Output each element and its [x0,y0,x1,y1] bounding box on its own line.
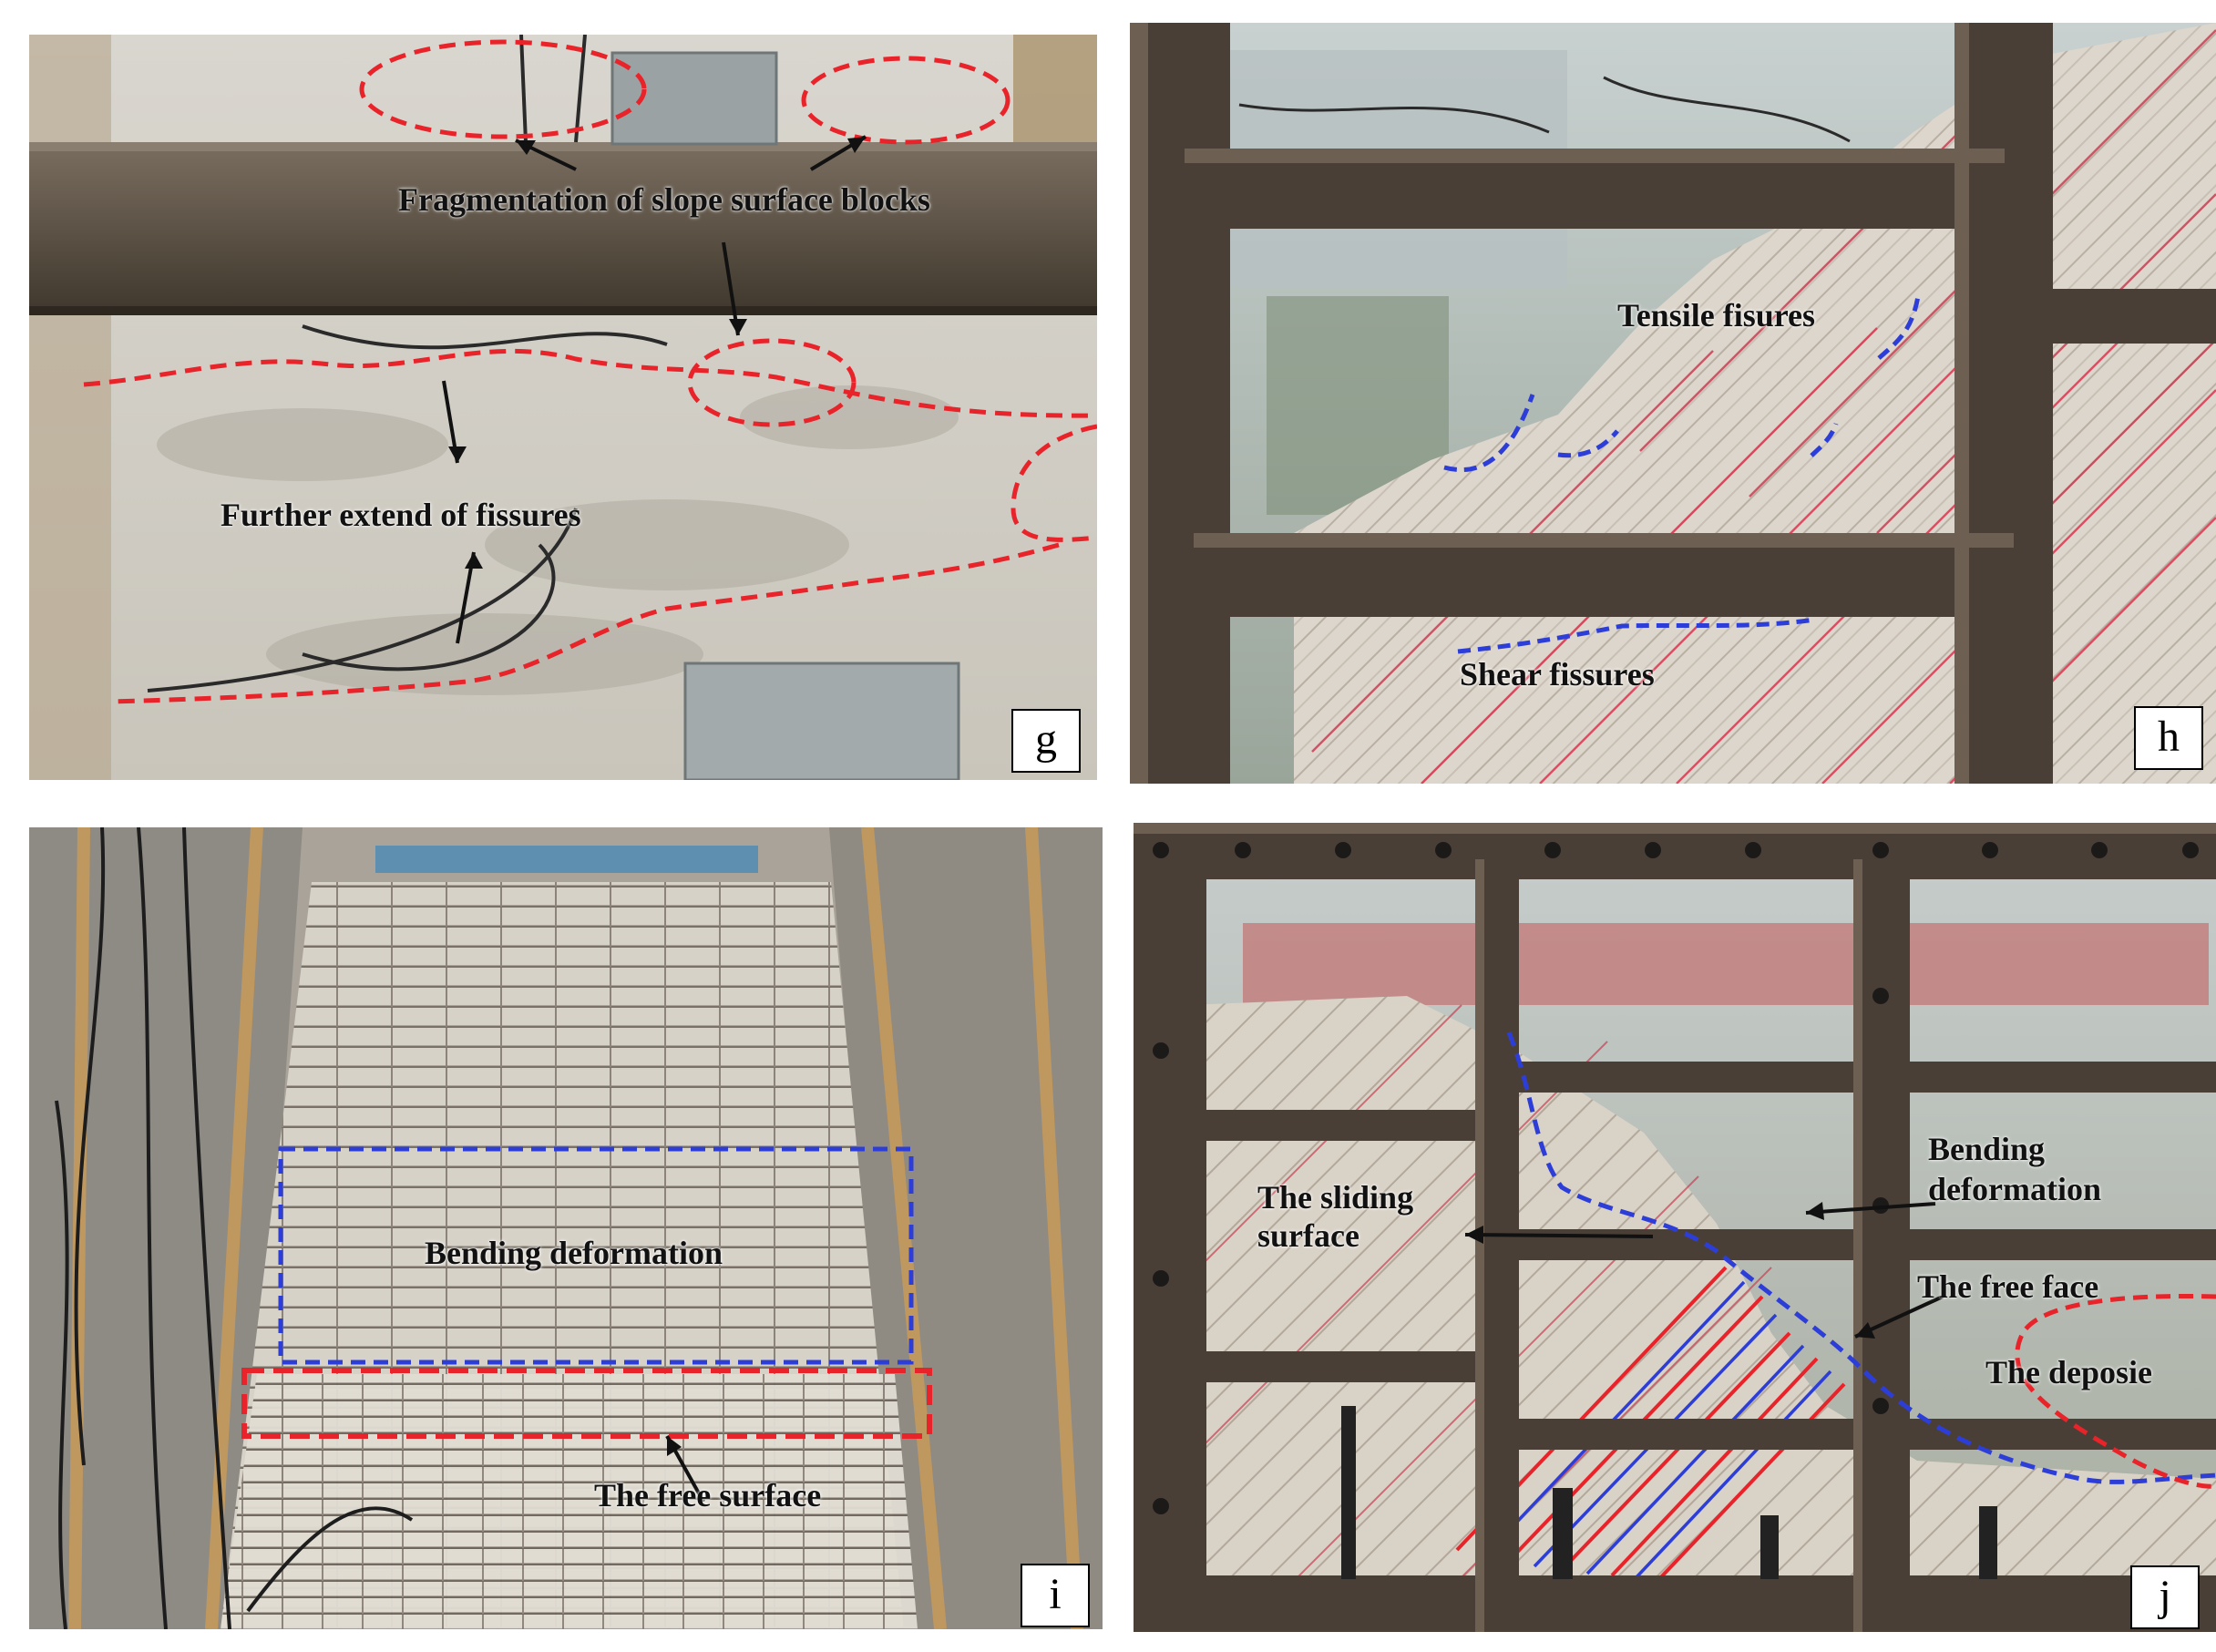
panel-j-photo [1134,823,2216,1632]
label-free-surface: The free surface [594,1477,822,1513]
label-further-fissures: Further extend of fissures [221,497,581,533]
label-sliding-line2: surface [1257,1217,1359,1254]
photo-panel-i: Bending deformation The free surface i [29,827,1103,1629]
photo-panel-j: The sliding surface Bending deformation … [1134,823,2216,1632]
label-sliding-surface: The sliding surface [1257,1178,1413,1255]
panel-tag-j: j [2130,1565,2200,1629]
label-bending-deformation-j: Bending deformation [1928,1129,2101,1209]
label-tensile-fissures: Tensile fisures [1617,297,1816,333]
panel-tag-g: g [1011,709,1081,773]
label-fragmentation: Fragmentation of slope surface blocks [398,181,930,218]
label-shear-fissures: Shear fissures [1460,656,1655,693]
panel-i-photo [29,827,1103,1629]
panel-g-photo [29,35,1097,780]
photo-panel-h: Tensile fisures Shear fissures h [1130,23,2216,784]
label-deposit: The deposie [1985,1354,2153,1390]
panel-tag-h: h [2134,706,2203,770]
label-bending-line2: deformation [1928,1171,2101,1207]
panel-h-photo [1130,23,2216,784]
panel-tag-i: i [1021,1564,1090,1627]
label-bending-line1: Bending [1928,1131,2046,1167]
label-bending-deformation: Bending deformation [425,1235,723,1271]
label-free-face: The free face [1917,1268,2099,1305]
photo-panel-g: Fragmentation of slope surface blocks Fu… [29,35,1097,780]
label-sliding-line1: The sliding [1257,1179,1414,1216]
